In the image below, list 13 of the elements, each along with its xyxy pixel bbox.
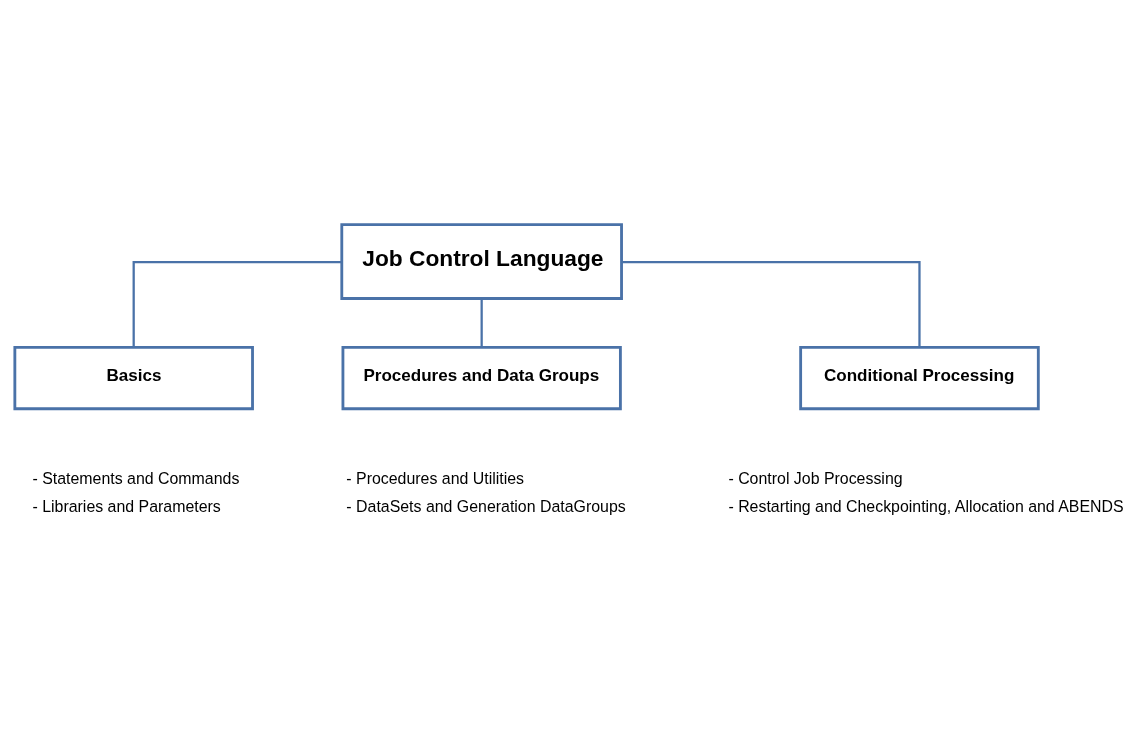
node-box: Basics (13, 345, 254, 410)
node-box: Conditional Processing (799, 345, 1040, 410)
node-label: - DataSets and Generation DataGroups (346, 497, 626, 515)
connector (621, 260, 921, 347)
node-label: - Procedures and Utilities (346, 469, 525, 487)
connector (480, 298, 483, 347)
node-label: - Restarting and Checkpointing, Allocation and ABENDS (728, 497, 1124, 515)
node-label: - Statements and Commands (32, 469, 240, 487)
node-label: - Libraries and Parameters (32, 497, 221, 515)
connector (132, 260, 342, 347)
node-label: - Control Job Processing (728, 469, 903, 487)
node-box: Procedures and Data Groups (341, 345, 622, 410)
node-box: Job Control Language (340, 222, 623, 300)
